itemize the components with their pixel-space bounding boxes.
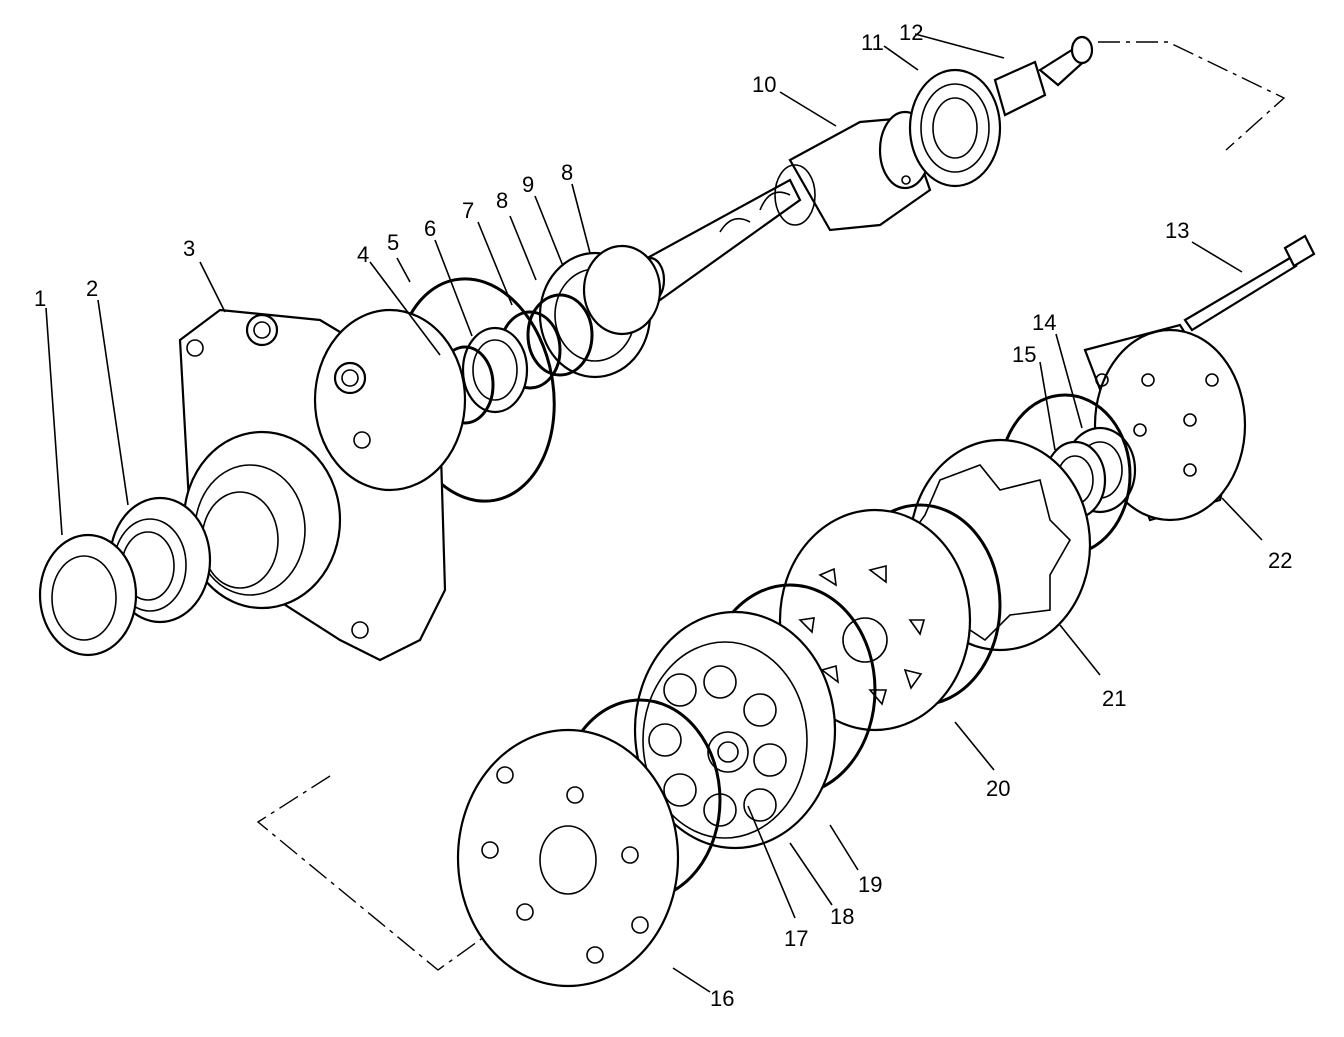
part-8-washer bbox=[526, 293, 594, 377]
callout-1: 1 bbox=[34, 286, 46, 311]
part-12-spline-gear bbox=[993, 35, 1094, 117]
callout-20: 20 bbox=[986, 776, 1010, 801]
part-6-seal bbox=[461, 326, 529, 414]
callout-6: 6 bbox=[424, 216, 436, 241]
callout-21: 21 bbox=[1102, 686, 1126, 711]
callout-18: 18 bbox=[830, 904, 854, 929]
callout-22: 22 bbox=[1268, 548, 1292, 573]
callout-19: 19 bbox=[858, 872, 882, 897]
callout-14: 14 bbox=[1032, 310, 1056, 335]
part-3-housing bbox=[178, 308, 467, 662]
part-18-gerotor-housing bbox=[633, 610, 837, 850]
leader-lines bbox=[45, 33, 1263, 993]
callout-11: 11 bbox=[861, 30, 884, 55]
part-17-spline-rotor bbox=[707, 731, 749, 773]
part-20-valve-plate bbox=[778, 503, 1002, 732]
callout-3: 3 bbox=[183, 236, 195, 261]
callout-4: 4 bbox=[357, 242, 369, 267]
callout-12: 12 bbox=[899, 20, 923, 45]
part-1-shaft-seal bbox=[38, 533, 138, 657]
callout-10: 10 bbox=[752, 72, 776, 97]
callout-16: 16 bbox=[710, 986, 734, 1011]
callout-15: 15 bbox=[1012, 342, 1036, 367]
centerline-lower bbox=[256, 775, 581, 971]
callout-17: 17 bbox=[784, 926, 808, 951]
callout-2: 2 bbox=[86, 276, 98, 301]
callout-8a: 8 bbox=[496, 188, 508, 213]
callout-labels: 1 2 3 4 5 6 7 8 9 8 10 11 12 13 14 15 16… bbox=[34, 20, 1292, 1011]
part-10-drive-shaft bbox=[634, 110, 932, 304]
part-16-end-plate bbox=[456, 728, 680, 988]
centerline-upper bbox=[1098, 41, 1286, 151]
callout-8b: 8 bbox=[561, 160, 573, 185]
part-11-spline-coupling bbox=[908, 68, 1002, 188]
callout-13: 13 bbox=[1165, 218, 1189, 243]
part-13-bolt bbox=[1183, 234, 1316, 332]
callout-9: 9 bbox=[522, 172, 534, 197]
callout-5: 5 bbox=[387, 230, 399, 255]
callout-7: 7 bbox=[462, 198, 474, 223]
